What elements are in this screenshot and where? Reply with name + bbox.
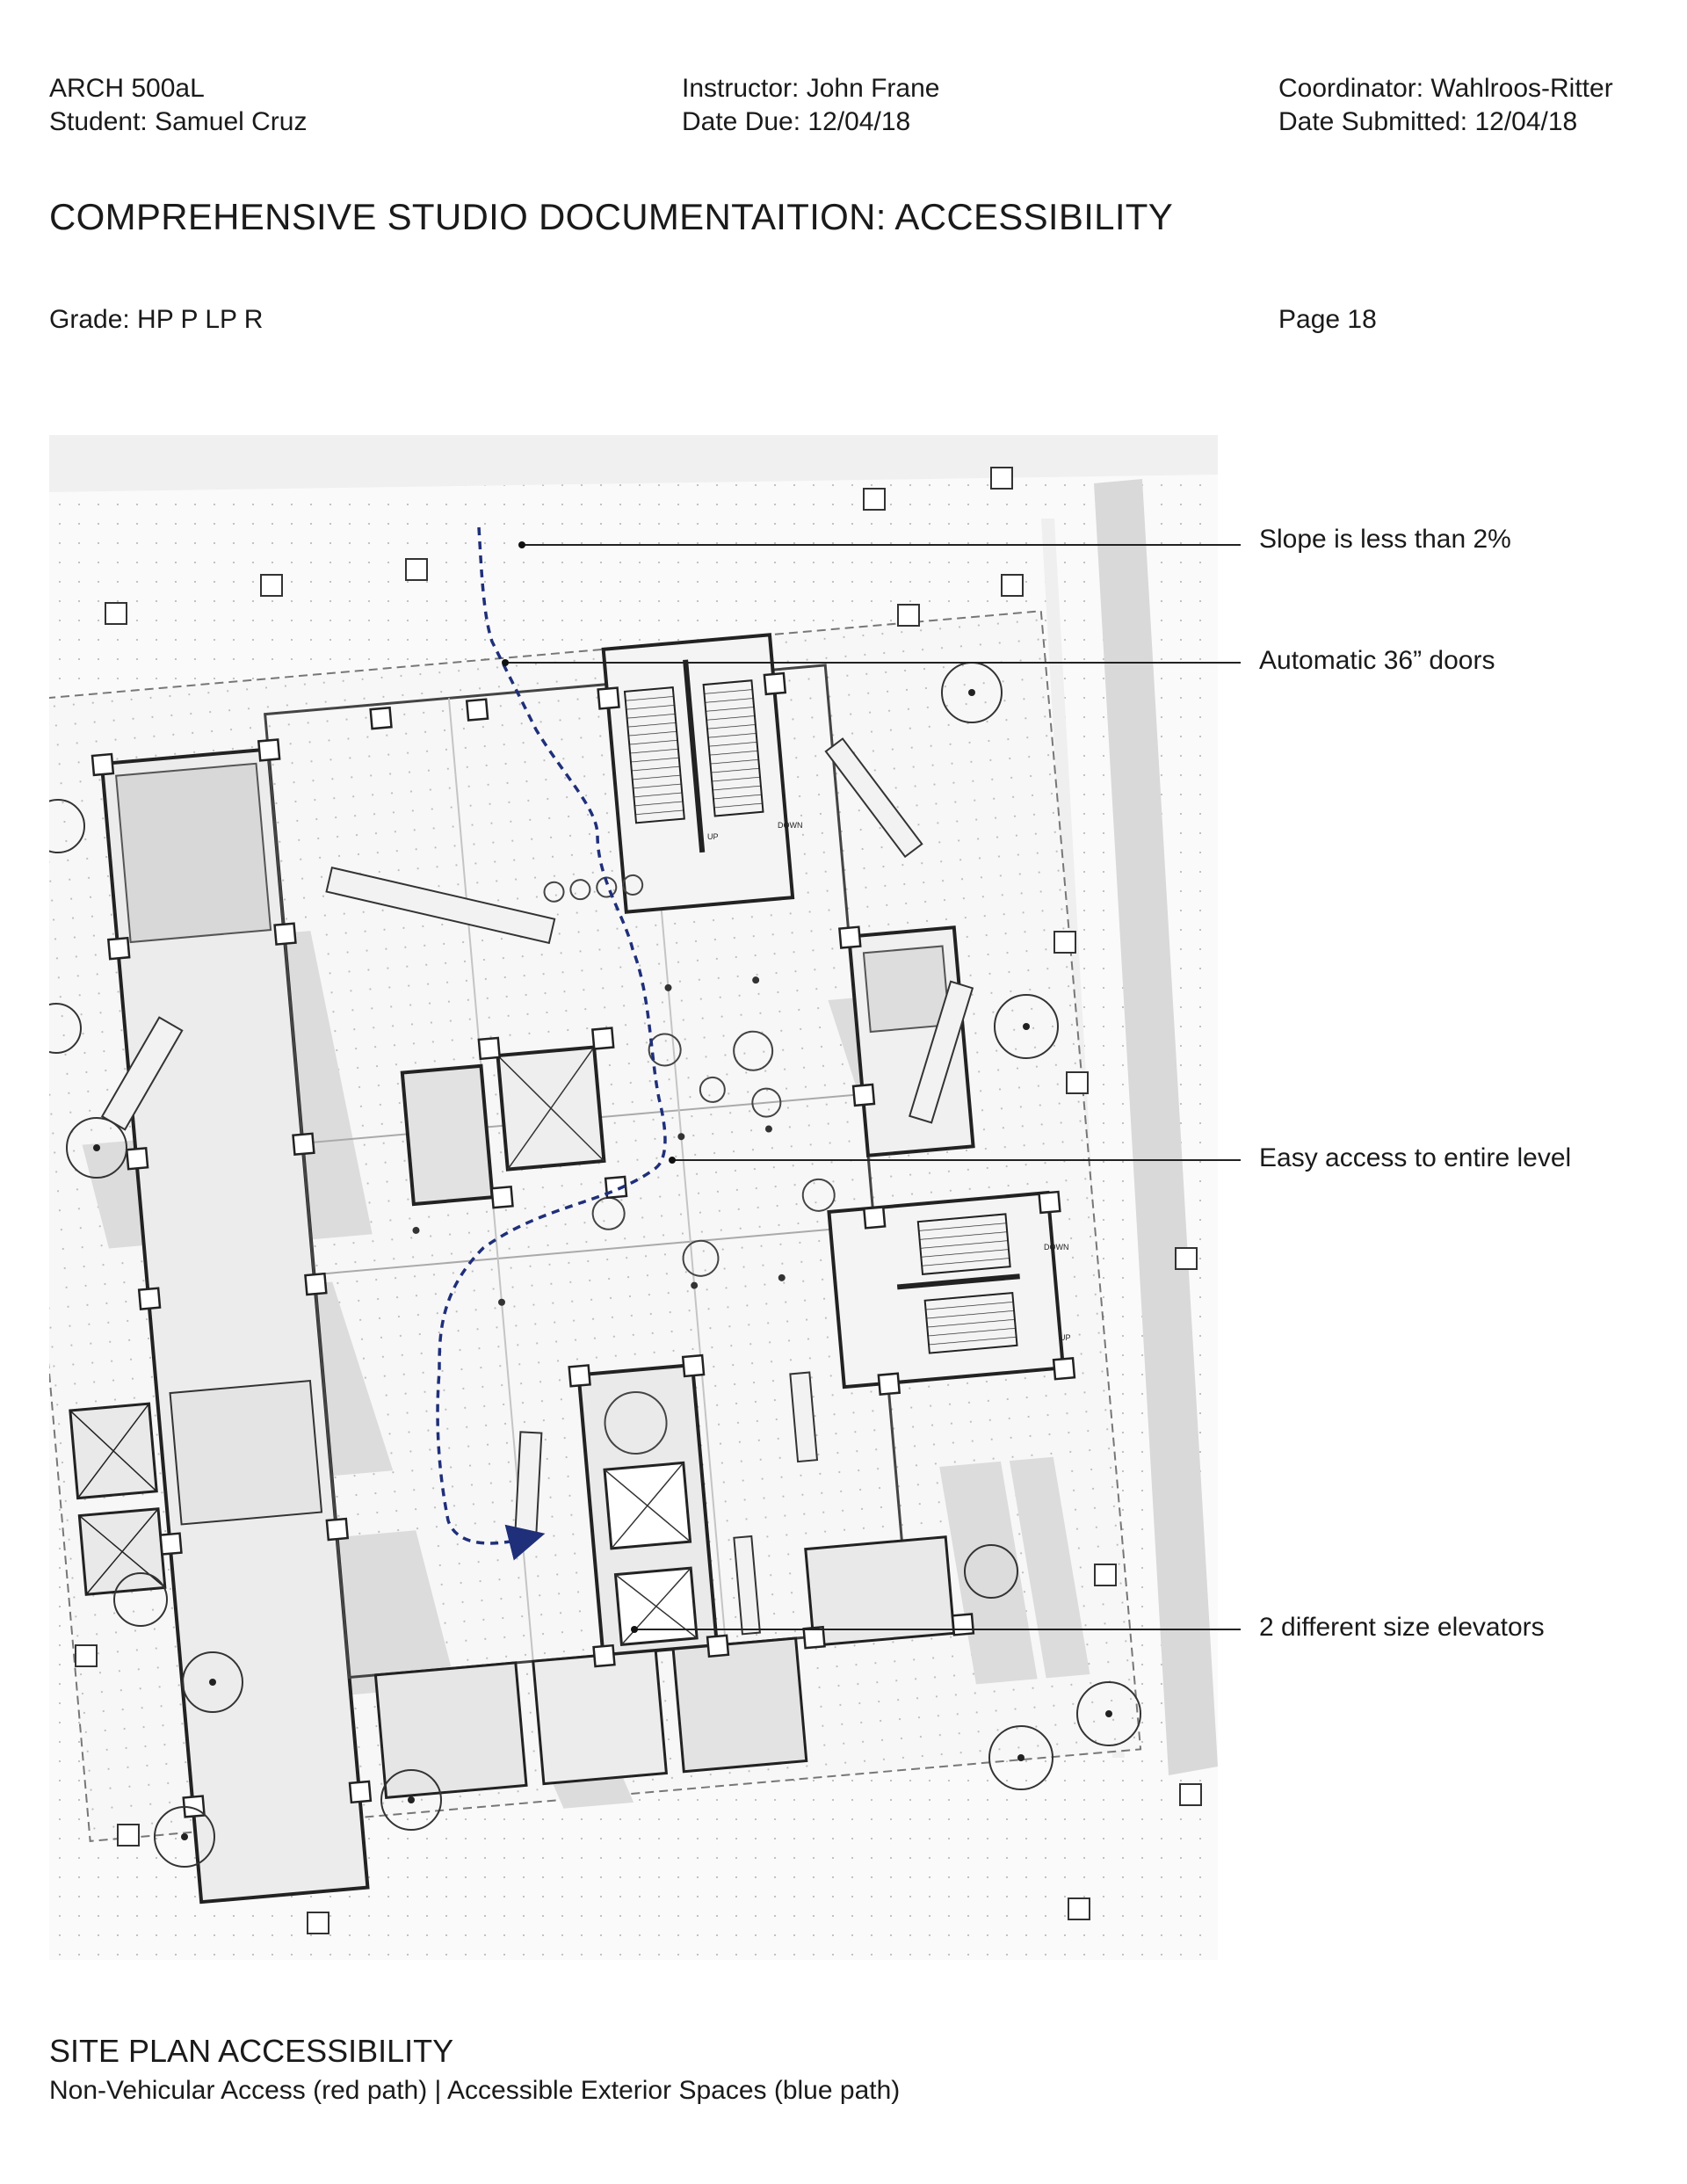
date-submitted: Date Submitted: 12/04/18 [1278,107,1578,136]
stair-label-up-east: UP [1060,1333,1071,1342]
accessible-path [436,526,667,1561]
document-title: COMPREHENSIVE STUDIO DOCUMENTAITION: ACC… [49,196,1174,237]
stair-label-up: UP [707,832,719,841]
exterior-planters [49,467,1202,1934]
student-name: Student: Samuel Cruz [49,107,308,136]
north-stair-core [601,633,795,914]
date-due: Date Due: 12/04/18 [682,107,911,136]
building-plan [49,610,1142,1905]
stair-label-down-east: DOWN [1044,1243,1069,1252]
footer-title: SITE PLAN ACCESSIBILITY [49,2033,454,2069]
callout-access: Easy access to entire level [1259,1143,1572,1172]
columns [91,671,1076,1818]
adjacent-wall [1094,479,1218,1775]
stair-label-down: DOWN [778,821,803,830]
elevator-core [576,1362,720,1658]
plan-body [49,435,1218,1960]
callout-slope: Slope is less than 2% [1259,525,1511,554]
footer-subtitle: Non-Vehicular Access (red path) | Access… [49,2076,901,2105]
callout-leaders [505,544,1241,1630]
east-stair-core [827,1190,1066,1389]
coordinator-name: Coordinator: Wahlroos-Ritter [1278,74,1613,103]
grade-line: Grade: HP P LP R [49,305,264,334]
callout-elevators: 2 different size elevators [1259,1613,1545,1642]
course-code: ARCH 500aL [49,74,205,103]
callout-doors: Automatic 36” doors [1259,646,1495,675]
page-number: Page 18 [1278,305,1377,334]
instructor-name: Instructor: John Frane [682,74,940,103]
tables [543,874,836,1455]
benches [100,737,974,1636]
